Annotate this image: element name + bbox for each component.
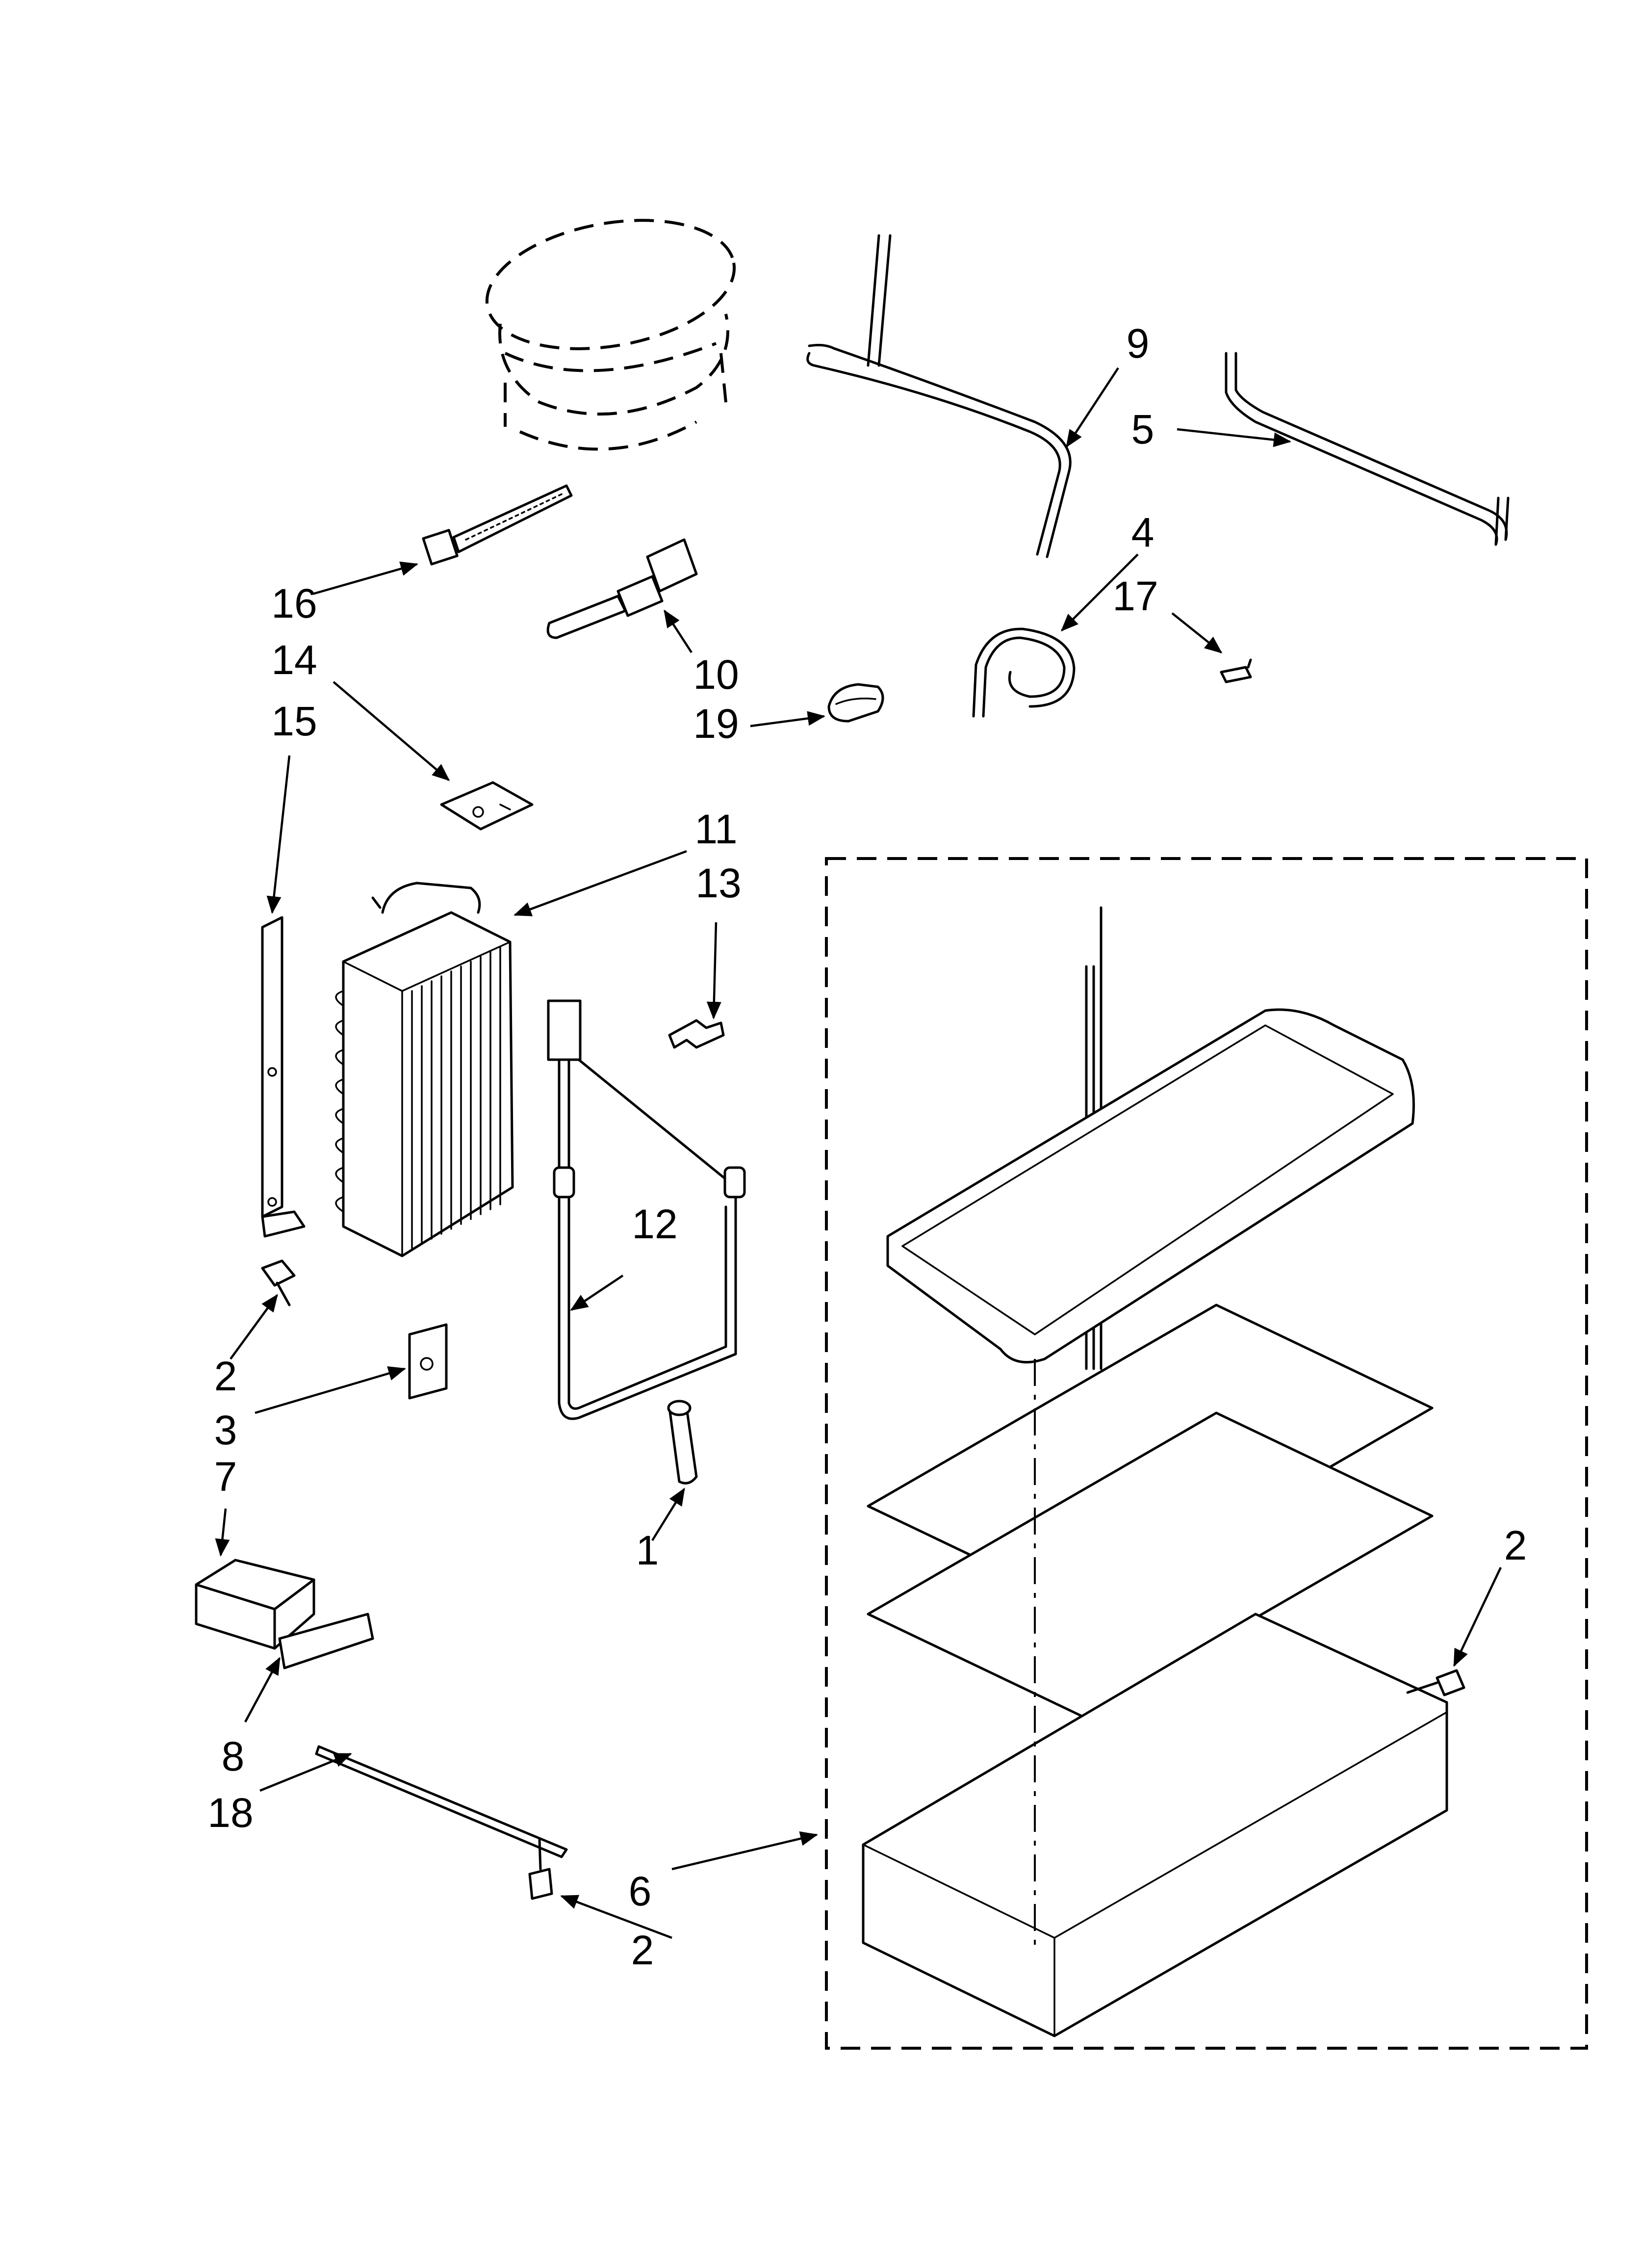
callout-15: 15 (271, 698, 317, 744)
callout-5: 5 (1131, 406, 1155, 452)
callout-4: 4 (1131, 509, 1155, 555)
assembly-6 (862, 906, 1448, 2037)
callout-9: 9 (1127, 320, 1150, 366)
part-5-tube (1225, 352, 1510, 546)
part-13-clip (668, 1019, 725, 1049)
assembly-6-boundary (825, 857, 1588, 2050)
part-11-evaporator (335, 882, 514, 1257)
callout-3: 3 (214, 1407, 237, 1453)
callout-2c: 2 (1504, 1522, 1527, 1568)
callout-8: 8 (222, 1733, 245, 1779)
callout-13: 13 (695, 860, 741, 906)
callout-17: 17 (1112, 573, 1158, 619)
part-2-screw-right (1406, 1669, 1465, 1696)
callout-2b: 2 (631, 1927, 654, 1973)
part-12-heater (547, 999, 746, 1420)
callout-11: 11 (694, 806, 737, 852)
part-18-strip (315, 1745, 568, 1858)
callout-12: 12 (632, 1201, 677, 1247)
callout-19: 19 (693, 701, 739, 747)
callout-14: 14 (271, 637, 317, 683)
part-9-tube (806, 234, 1072, 558)
compressor-phantom (485, 219, 736, 451)
part-17-clip (1220, 658, 1252, 683)
part-19-clip (827, 683, 884, 723)
callout-7: 7 (214, 1454, 237, 1500)
part-16-cable-tie (422, 484, 573, 566)
callout-16: 16 (271, 580, 317, 626)
callout-10: 10 (693, 652, 739, 698)
part-7-box (195, 1559, 315, 1650)
part-2-screw-bottom (528, 1838, 553, 1900)
part-10-thermistor (546, 538, 698, 639)
part-8-plate (278, 1613, 374, 1669)
part-2-screw-left (261, 1259, 296, 1306)
callout-18: 18 (207, 1790, 253, 1836)
part-4-coil (972, 627, 1076, 718)
part-15-bracket (261, 916, 306, 1238)
callout-1: 1 (636, 1527, 659, 1573)
part-1-cylinder (667, 1400, 698, 1485)
callout-6: 6 (629, 1868, 652, 1914)
callout-labels: 9 5 4 17 16 10 19 14 15 11 13 12 2 3 1 7… (207, 320, 1527, 1973)
callout-2a: 2 (214, 1353, 237, 1399)
part-3-bracket (408, 1323, 448, 1400)
leader-lines (215, 367, 1502, 1939)
part-14-pad (440, 781, 534, 831)
